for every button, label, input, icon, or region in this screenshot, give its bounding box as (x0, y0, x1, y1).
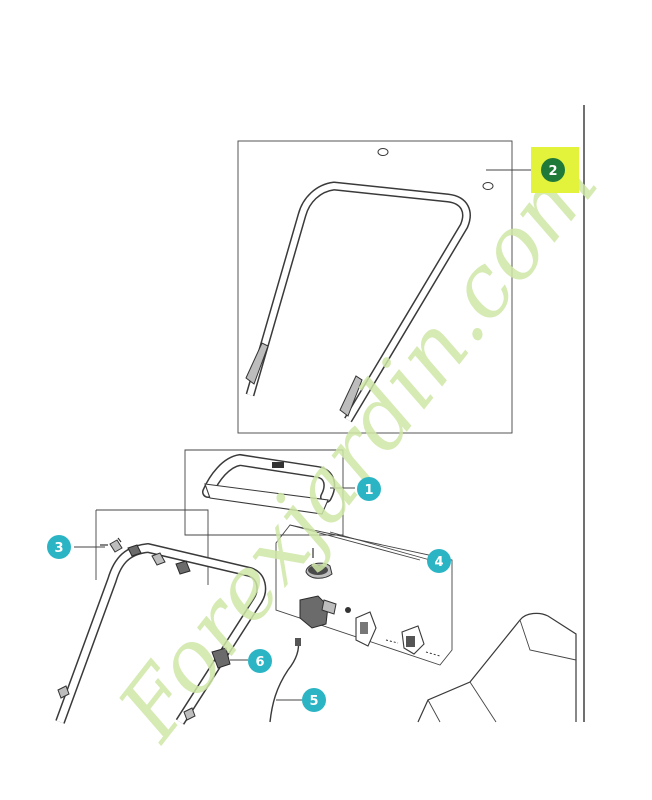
callout-4: 4 (427, 549, 451, 573)
callout-3: 3 (47, 535, 71, 559)
callout-2-circle (541, 158, 565, 182)
callout-5-label: 5 (309, 694, 318, 709)
part-5-group (269, 638, 306, 723)
callout-3-label: 3 (54, 541, 63, 556)
grass-bag-part (417, 612, 577, 723)
control-body-part (299, 595, 329, 629)
callout-4-label: 4 (434, 555, 443, 570)
callout-2-label: 2 (548, 164, 557, 179)
assembly-2-group (237, 140, 538, 434)
callout-2: 2 (531, 147, 579, 193)
callout-1-label: 1 (364, 483, 373, 498)
grass-bag-group (417, 612, 577, 723)
callout-6: 6 (248, 649, 272, 673)
callout-4-circle (427, 549, 451, 573)
grip-bar-part (204, 483, 329, 515)
callout-6-label: 6 (255, 655, 264, 670)
assembly-4-group (275, 524, 453, 666)
assembly-2-frame (237, 140, 513, 434)
callout-6-circle (248, 649, 272, 673)
part-6-group (211, 647, 248, 669)
bracket-part (211, 647, 231, 669)
cable-part (269, 639, 300, 723)
assembly-3-group (55, 509, 267, 725)
upper-bar-part (380, 144, 487, 187)
callout-1: 1 (357, 477, 381, 501)
callout-1-circle (357, 477, 381, 501)
assembly-1-group (184, 449, 355, 536)
callout-5-circle (302, 688, 326, 712)
callout-3-circle (47, 535, 71, 559)
assembly-1-frame (184, 449, 344, 536)
callout-5: 5 (302, 688, 326, 712)
